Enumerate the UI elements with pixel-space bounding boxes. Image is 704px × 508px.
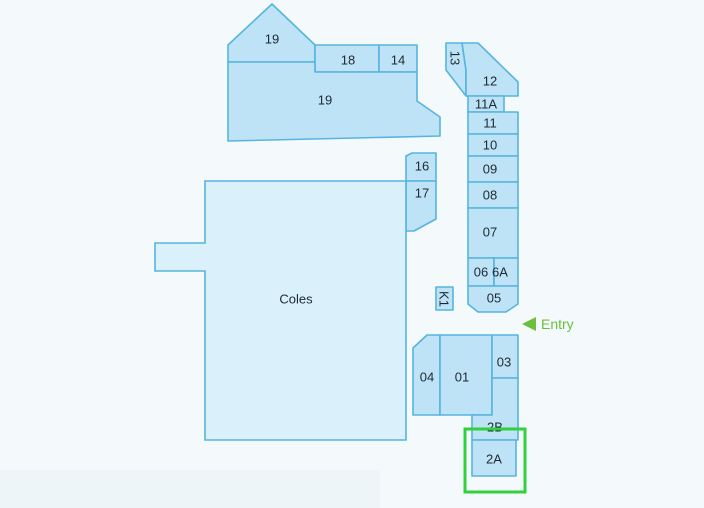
shop-11-label: 11 — [483, 116, 497, 131]
shop-19-main-label: 19 — [318, 93, 332, 108]
shop-2a[interactable] — [471, 439, 517, 477]
shop-07-label: 07 — [483, 225, 497, 240]
shop-11a-label: 11A — [475, 97, 497, 112]
shop-04[interactable] — [412, 334, 441, 416]
shop-13-label: 13 — [448, 51, 463, 65]
highlight-box-2a — [463, 427, 527, 494]
shop-09[interactable] — [467, 155, 519, 183]
shop-19-top-label: 19 — [265, 32, 279, 47]
shop-08-label: 08 — [483, 188, 497, 203]
shop-2b-label: 2B — [487, 420, 503, 435]
shop-19-main[interactable] — [227, 61, 441, 142]
shop-16-label: 16 — [415, 159, 429, 174]
shop-12[interactable] — [461, 42, 519, 97]
shop-16[interactable] — [405, 152, 437, 182]
shop-10-label: 10 — [483, 138, 497, 153]
shop-14[interactable] — [378, 44, 418, 73]
shop-6a-label: 6A — [492, 265, 508, 280]
shop-05-label: 05 — [487, 291, 501, 306]
shop-07[interactable] — [467, 207, 519, 259]
shop-2a-label: 2A — [486, 452, 502, 467]
shop-12-label: 12 — [483, 74, 497, 89]
entry-label: Entry — [541, 316, 574, 332]
kiosk-k1[interactable] — [435, 286, 454, 311]
shop-01-label: 01 — [455, 370, 469, 385]
background-area — [0, 470, 380, 508]
shop-09-label: 09 — [483, 162, 497, 177]
shop-18-label: 18 — [341, 53, 355, 68]
entry-arrow-icon — [522, 317, 536, 331]
shop-14-label: 14 — [391, 53, 405, 68]
kiosk-k1-label: K1 — [437, 291, 452, 307]
shop-08[interactable] — [467, 181, 519, 209]
shop-03-label: 03 — [497, 355, 511, 370]
shop-coles-label: Coles — [279, 292, 313, 307]
shop-05[interactable] — [467, 285, 519, 313]
shop-04-label: 04 — [420, 370, 434, 385]
shop-17-label: 17 — [415, 186, 429, 201]
shop-coles[interactable] — [154, 180, 407, 441]
shop-06-label: 06 — [474, 265, 488, 280]
